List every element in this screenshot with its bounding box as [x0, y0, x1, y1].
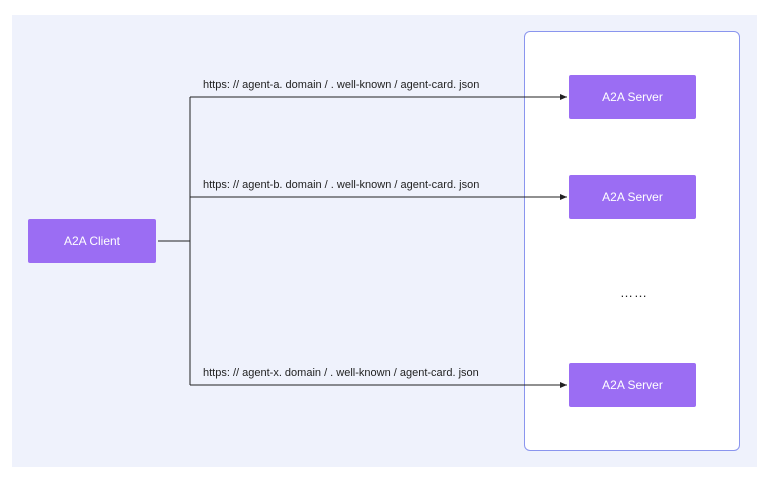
more-servers-ellipsis: ……: [620, 285, 648, 300]
a2a-server-node-a[interactable]: A2A Server: [569, 75, 696, 119]
a2a-client-node[interactable]: A2A Client: [28, 219, 156, 263]
a2a-server-node-b[interactable]: A2A Server: [569, 175, 696, 219]
agent-card-url-a: https: // agent-a. domain / . well-known…: [203, 79, 480, 91]
a2a-server-node-x[interactable]: A2A Server: [569, 363, 696, 407]
agent-card-url-x: https: // agent-x. domain / . well-known…: [203, 367, 479, 379]
agent-card-url-b: https: // agent-b. domain / . well-known…: [203, 179, 480, 191]
